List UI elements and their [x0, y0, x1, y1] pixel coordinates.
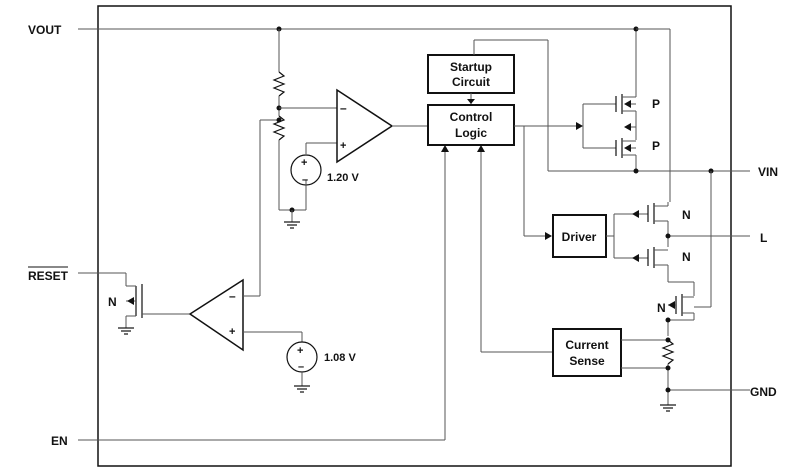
pmos-upper [615, 90, 637, 140]
ref-high-minus: – [302, 174, 308, 186]
pin-vin-label: VIN [758, 165, 778, 179]
current-sense-label-2: Sense [569, 354, 605, 368]
reset-comp-plus: + [229, 326, 235, 338]
reset-comp-minus: – [229, 289, 236, 303]
nmos-upper [632, 202, 669, 247]
startup-circuit-block [427, 54, 515, 94]
en-line [78, 145, 449, 441]
pin-gnd-label: GND [750, 385, 777, 399]
pmos-lower-label: P [652, 139, 660, 153]
reference-1v20 [290, 142, 337, 210]
current-sense-block [552, 328, 622, 377]
pmos-lower [615, 123, 637, 171]
nmos-lower-label: N [682, 250, 691, 264]
ref-high-label: 1.20 V [327, 172, 359, 184]
vin-rail [548, 168, 750, 308]
sense-resistor [621, 337, 750, 412]
startup-label-2: Circuit [452, 75, 490, 89]
startup-feedback-wire [473, 39, 549, 171]
pin-reset-label: RESET [28, 269, 69, 283]
pmos-upper-label: P [652, 97, 660, 111]
reset-nmos [78, 272, 190, 335]
feedback-divider [272, 29, 337, 229]
ref-low-label: 1.08 V [324, 352, 356, 364]
nmos-sense [665, 281, 695, 336]
reset-comp-feedback [243, 117, 282, 297]
nmos-sense-label: N [657, 301, 666, 315]
error-amp-plus: + [340, 140, 346, 152]
pin-vout-label: VOUT [28, 23, 62, 37]
reference-1v08 [243, 331, 318, 393]
driver-label: Driver [562, 230, 597, 244]
driver-to-nmos [606, 213, 648, 259]
error-amp-minus: – [340, 101, 347, 115]
l-output [665, 233, 750, 239]
control-label-2: Logic [455, 126, 487, 140]
reset-comparator [188, 278, 244, 352]
nmos-reset-label: N [108, 295, 117, 309]
ref-high-plus: + [301, 157, 307, 169]
driver-block [552, 214, 607, 258]
current-sense-label-1: Current [565, 338, 608, 352]
error-amplifier [336, 88, 394, 164]
ref-low-plus: + [297, 345, 303, 357]
control-label-1: Control [450, 110, 493, 124]
control-logic-block [427, 104, 515, 146]
control-to-pmos [514, 103, 616, 149]
nmos-lower [632, 247, 669, 282]
ref-low-minus: – [298, 361, 304, 373]
nmos-upper-label: N [682, 208, 691, 222]
pin-en-label: EN [51, 434, 68, 448]
pin-l-label: L [760, 231, 767, 245]
vout-rail [78, 26, 671, 202]
startup-label-1: Startup [450, 60, 492, 74]
control-to-driver [523, 126, 552, 240]
current-sense-feedback [477, 145, 553, 353]
